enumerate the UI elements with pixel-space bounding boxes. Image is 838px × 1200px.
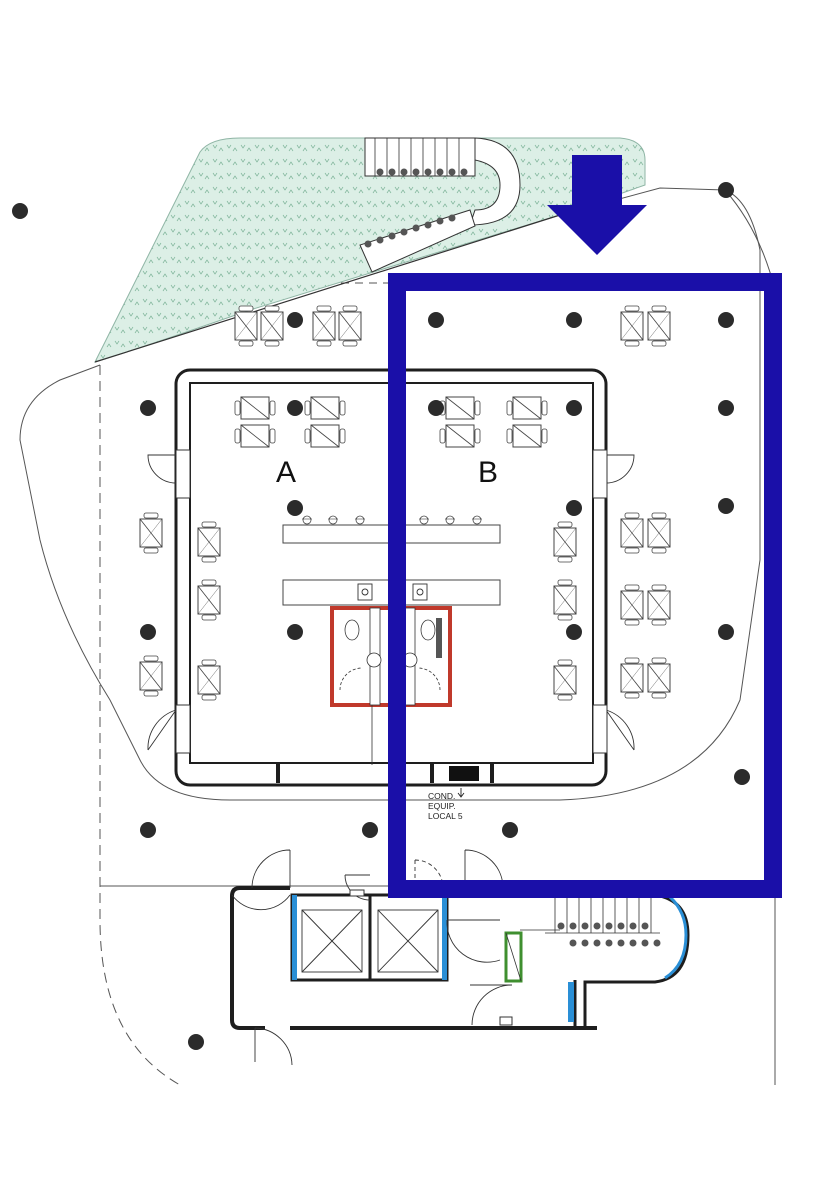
down-arrow-icon [547, 155, 647, 255]
lower-core [230, 886, 690, 1030]
zone-label-b: B [478, 456, 498, 489]
equipment-note-line3: LOCAL 5 [428, 811, 463, 821]
elevator-icon [301, 909, 439, 973]
small-down-arrow-icon [457, 788, 465, 798]
column-dot-icon [12, 182, 750, 1050]
zone-label-a: A [276, 456, 296, 489]
lower-door-swings [231, 849, 513, 1066]
exterior-stair-top [359, 137, 521, 273]
property-line-dashed [99, 365, 181, 1086]
equipment-note-line1: COND. [428, 791, 455, 801]
door-swings [147, 454, 635, 751]
condenser-unit [449, 766, 479, 781]
sinks [357, 583, 428, 601]
equipment-note-line2: EQUIP. [428, 801, 456, 811]
highlight-frame-zone-b [388, 273, 782, 898]
site-boundary [19, 187, 761, 801]
